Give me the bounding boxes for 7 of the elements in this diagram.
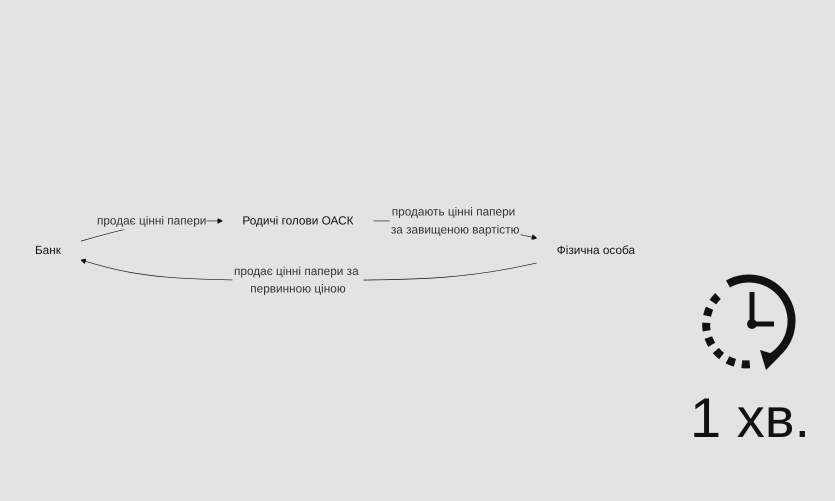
node-text: Фізична особа — [556, 244, 636, 257]
edge-label: продає цінні папери — [96, 214, 206, 228]
duration-text: 1 хв. — [690, 386, 810, 449]
node-text: Родичі голови ОАСК — [242, 214, 354, 228]
node-text: Банк — [34, 244, 61, 257]
edge-label: продає цінні папери за первинною ціною — [234, 264, 359, 296]
edge-label: продають цінні папери за завищеною вартістю — [390, 205, 520, 236]
